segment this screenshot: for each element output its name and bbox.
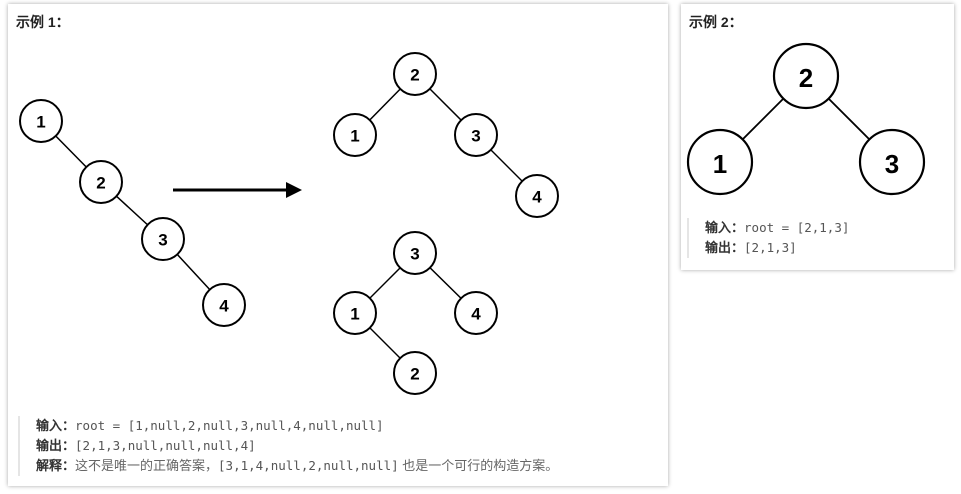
input-label: 输入：: [36, 418, 76, 433]
tree-node: 1: [350, 127, 359, 146]
tree-node: 2: [410, 66, 419, 85]
output-value: [2,1,3]: [744, 240, 797, 255]
input-value: root = [1,null,2,null,3,null,4,null,null…: [75, 418, 384, 433]
tree-node: 3: [158, 231, 167, 250]
input-label: 输入：: [705, 220, 745, 235]
example-2-panel: 示例 2： 2 1 3 输入：root = [2,1,3] 输出：[2,1,3]: [681, 4, 954, 270]
explain-text: 这不是唯一的正确答案，: [75, 458, 219, 473]
tree-node: 3: [410, 245, 419, 264]
output-label: 输出：: [705, 240, 745, 255]
tree-node: 3: [471, 127, 480, 146]
tree-node: 2: [96, 174, 105, 193]
tree-node: 3: [885, 149, 899, 179]
input-value: root = [2,1,3]: [744, 220, 850, 235]
example-1-panel: 示例 1： 1 2 3 4 2 1 3 4 3 1 4 2 输入：root = …: [8, 4, 668, 486]
example-2-diagram: 2 1 3: [686, 42, 926, 196]
tree-node: 4: [532, 188, 542, 207]
tree-node: 1: [36, 113, 45, 132]
tree-node: 1: [713, 149, 727, 179]
explain-text-end: 也是一个可行的构造方案。: [398, 458, 559, 473]
example-2-io: 输入：root = [2,1,3] 输出：[2,1,3]: [687, 218, 849, 258]
explain-code: [3,1,4,null,2,null,null]: [218, 458, 399, 473]
explain-label: 解释：: [36, 458, 76, 473]
output-label: 输出：: [36, 438, 76, 453]
output-value: [2,1,3,null,null,null,4]: [75, 438, 256, 453]
example-2-title: 示例 2：: [689, 14, 743, 30]
example-1-diagram: 1 2 3 4 2 1 3 4 3 1 4 2: [19, 52, 559, 395]
tree-node: 1: [350, 305, 359, 324]
tree-node: 2: [799, 63, 813, 93]
example-1-io: 输入：root = [1,null,2,null,3,null,4,null,n…: [18, 416, 558, 476]
example-1-title: 示例 1：: [16, 14, 70, 30]
tree-node: 4: [219, 297, 229, 316]
tree-node: 4: [471, 305, 481, 324]
tree-node: 2: [410, 365, 419, 384]
